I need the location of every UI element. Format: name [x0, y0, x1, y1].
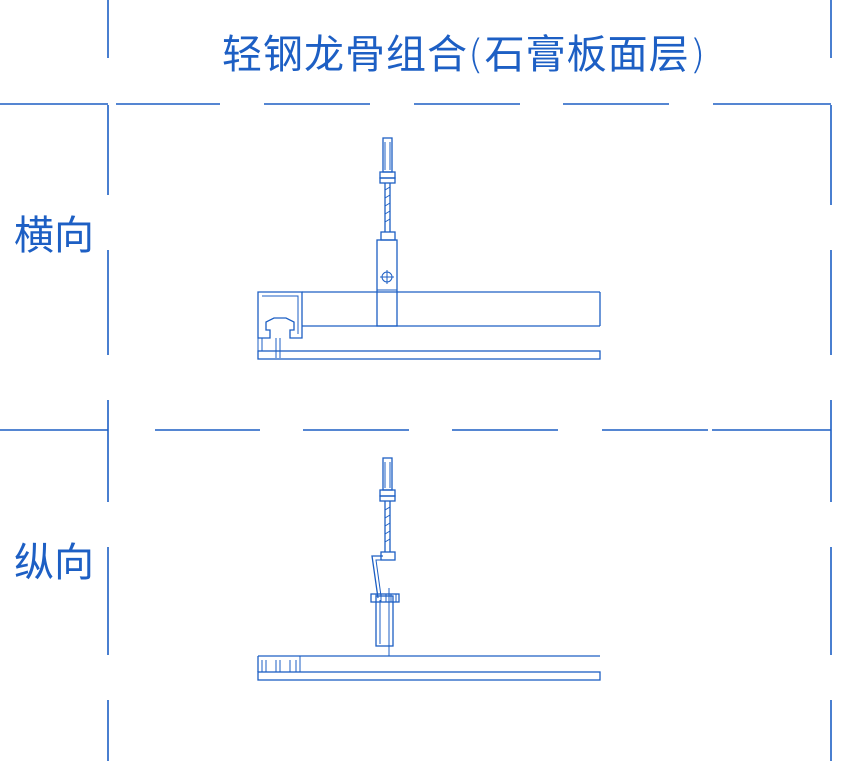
anchor-bolt [379, 457, 396, 502]
hanger-rod [380, 501, 396, 561]
anchor-bolt [379, 137, 396, 184]
transverse-detail [257, 137, 601, 360]
c-channel-profile [257, 291, 303, 358]
longitudinal-detail [257, 457, 601, 681]
main-runner [302, 291, 601, 327]
hanger-clip [370, 555, 400, 656]
hanger-bracket [376, 231, 398, 327]
main-runner [257, 655, 600, 672]
section-label-longitudinal: 纵向 [14, 540, 94, 586]
section-label-transverse: 横向 [14, 213, 94, 259]
page-title: 轻钢龙骨组合(石膏板面层) [222, 32, 707, 78]
gypsum-board [257, 671, 601, 681]
hanger-rod [384, 183, 391, 232]
gypsum-board [257, 350, 601, 360]
